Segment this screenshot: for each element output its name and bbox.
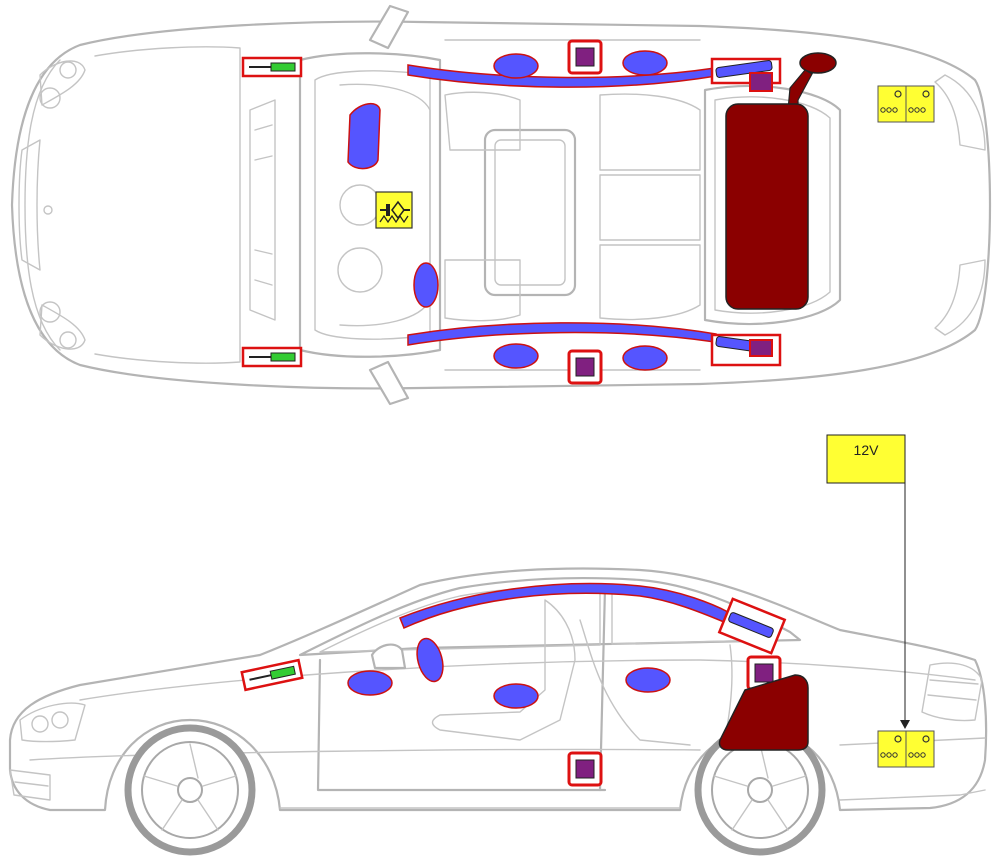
airbag-icon <box>493 53 539 79</box>
airbag-icon <box>622 345 668 371</box>
airbag-icon <box>493 343 539 369</box>
airbag-icon <box>347 103 381 170</box>
rear-wheel <box>694 724 826 856</box>
airbag-icon <box>416 637 444 683</box>
top-view <box>10 4 992 406</box>
battery-voltage-callout: 12V <box>826 434 910 729</box>
airbag-icon <box>347 670 393 696</box>
fuel-tank-icon <box>725 52 837 310</box>
airbag-icon <box>622 50 668 76</box>
gas-spring-icon <box>241 346 303 368</box>
control-unit-icon <box>567 39 603 75</box>
airbag-icon <box>493 683 539 709</box>
seatbelt-tensioner-icon <box>710 57 782 92</box>
control-unit-icon <box>567 349 603 385</box>
fuel-tank-icon <box>718 674 809 751</box>
airbag-icon <box>413 262 439 308</box>
control-unit-icon <box>567 751 603 787</box>
gas-spring-icon <box>241 56 303 78</box>
seatbelt-tensioner-icon <box>717 597 787 655</box>
airbag-icon <box>625 667 671 693</box>
battery-icon <box>877 730 935 768</box>
front-wheel <box>124 724 256 856</box>
battery-voltage-label: 12V <box>854 442 880 458</box>
seatbelt-tensioner-icon <box>710 333 782 367</box>
battery-icon <box>877 85 935 123</box>
high-voltage-generator-icon <box>375 191 413 229</box>
side-view: 12V <box>8 434 988 856</box>
